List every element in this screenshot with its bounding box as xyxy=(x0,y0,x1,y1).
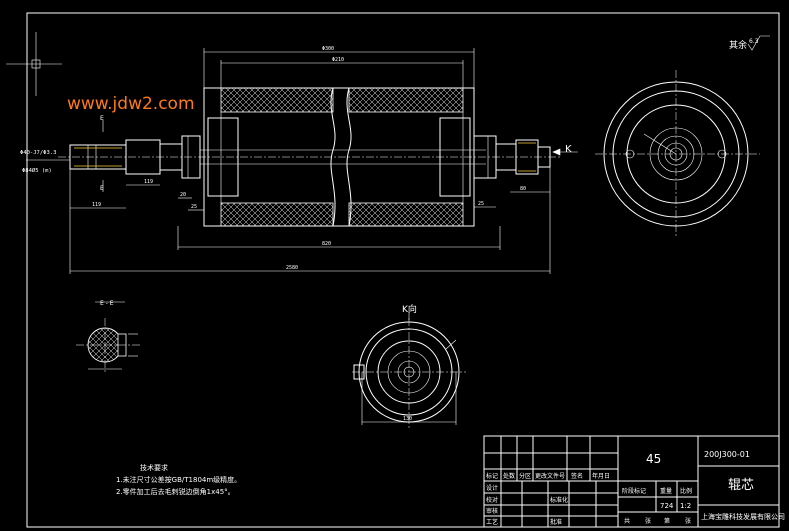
title-block-texts: 45 200J300-01 辊芯 上海宝雕科技发展有限公司 标记 处数 分区 更… xyxy=(486,450,785,526)
tb-stage-label: 阶段标记 xyxy=(622,487,646,495)
k-arrow-label: K xyxy=(565,144,572,155)
tb-sheet-no: 第 xyxy=(664,517,670,525)
tb-sheets-label: 张 xyxy=(645,517,651,525)
dim-k-width: 130 xyxy=(403,416,412,422)
main-view-roller xyxy=(58,87,560,227)
tb-r-audit: 审核 xyxy=(486,507,498,515)
notes-line-2: 2.零件加工后去毛刺锐边倒角1x45°。 xyxy=(116,487,235,496)
tb-r-process: 工艺 xyxy=(486,518,498,526)
tb-h-doc: 更改文件号 xyxy=(535,472,565,480)
roughness-note: 其余 xyxy=(729,39,747,51)
fit-label-2: Φ84Ø5 (m) xyxy=(22,167,52,174)
tb-r-design: 设计 xyxy=(486,484,498,492)
tb-sheets-total: 共 xyxy=(624,517,630,525)
section-mark-e-bottom: E xyxy=(100,185,104,192)
tb-weight-value: 724 xyxy=(660,502,674,510)
dim-left-b: 25 xyxy=(191,204,197,210)
tb-h-count: 处数 xyxy=(503,472,515,480)
tb-r-std: 标准化 xyxy=(550,496,568,504)
dim-left-a: 20 xyxy=(180,192,186,198)
section-mark-e-top: E xyxy=(100,115,104,122)
ucs-crosshair-icon xyxy=(6,32,62,96)
tb-part-name: 辊芯 xyxy=(728,478,754,493)
main-view-dimensions xyxy=(26,48,578,274)
tb-scale-value: 1:2 xyxy=(680,502,691,510)
tb-company: 上海宝雕科技发展有限公司 xyxy=(701,512,785,521)
notes-heading: 技术要求 xyxy=(140,463,168,472)
tb-material: 45 xyxy=(646,452,661,466)
fit-label-1: Φ40-J7/Φ3.3 xyxy=(20,150,56,156)
notes-line-1: 1.未注尺寸公差按GB/T1804m级精度。 xyxy=(116,475,241,484)
tb-weight-label: 重量 xyxy=(660,487,672,495)
tb-r-approve: 批准 xyxy=(550,518,562,526)
end-view xyxy=(595,70,760,238)
dim-top-inner: Φ210 xyxy=(332,57,344,63)
drawing-frame xyxy=(26,12,780,528)
section-e-e-label: E - E xyxy=(100,300,114,307)
tb-sheet-label: 张 xyxy=(685,517,691,525)
tb-drawing-no: 200J300-01 xyxy=(704,450,750,459)
tb-scale-label: 比例 xyxy=(680,487,692,495)
k-view-label: K向 xyxy=(402,303,417,315)
dim-right-a: 25 xyxy=(478,201,484,207)
tb-h-mark: 标记 xyxy=(486,472,498,480)
dim-top-outer: Φ300 xyxy=(322,46,334,52)
tb-r-check: 校对 xyxy=(486,496,498,504)
roughness-symbol-icon xyxy=(747,35,770,51)
main-view-dim-texts: Φ300 Φ210 820 2580 119 119 20 25 25 80 Φ… xyxy=(20,46,572,271)
k-view xyxy=(352,312,466,428)
tb-h-date: 年月日 xyxy=(592,472,610,480)
title-block xyxy=(483,435,780,528)
roughness-value: 6.3 xyxy=(749,38,759,45)
dim-shaft-left: 119 xyxy=(92,202,101,208)
dim-shaft-left2: 119 xyxy=(144,179,153,185)
tb-h-sign: 签名 xyxy=(571,472,583,480)
dim-right-b: 80 xyxy=(520,186,526,192)
dim-bottom-820: 820 xyxy=(322,241,331,247)
tb-h-zone: 分区 xyxy=(519,472,531,480)
dim-bottom-2580: 2580 xyxy=(286,265,298,271)
section-e-e xyxy=(76,301,140,372)
watermark-text: www.jdw2.com xyxy=(67,94,195,114)
